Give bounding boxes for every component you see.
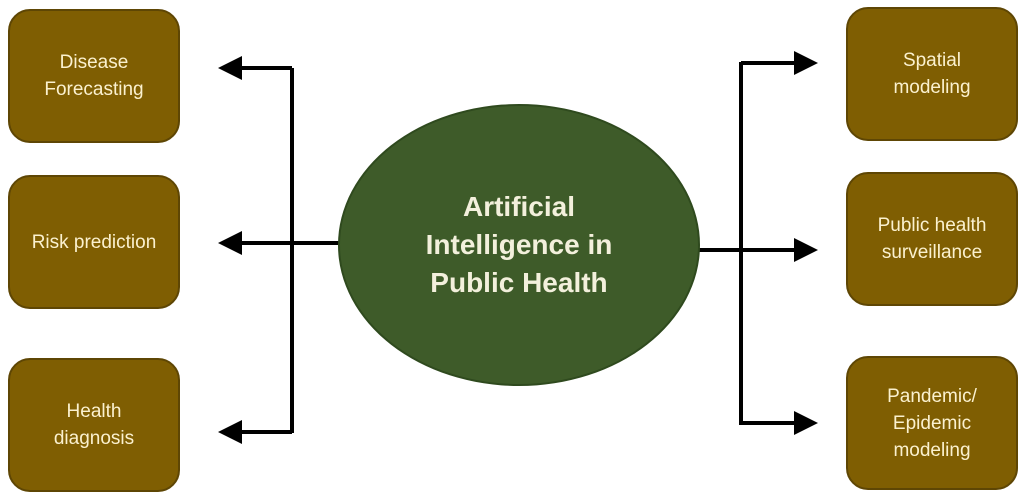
- box-risk-prediction: Risk prediction: [8, 175, 180, 309]
- center-ellipse-ai-public-health: Artificial Intelligence in Public Health: [338, 104, 700, 386]
- box-disease-forecasting: Disease Forecasting: [8, 9, 180, 143]
- box-health-diagnosis: Health diagnosis: [8, 358, 180, 492]
- box-public-health-surveillance: Public health surveillance: [846, 172, 1018, 306]
- box-epidemic-modeling: Pandemic/ Epidemic modeling: [846, 356, 1018, 490]
- box-spatial-modeling: Spatial modeling: [846, 7, 1018, 141]
